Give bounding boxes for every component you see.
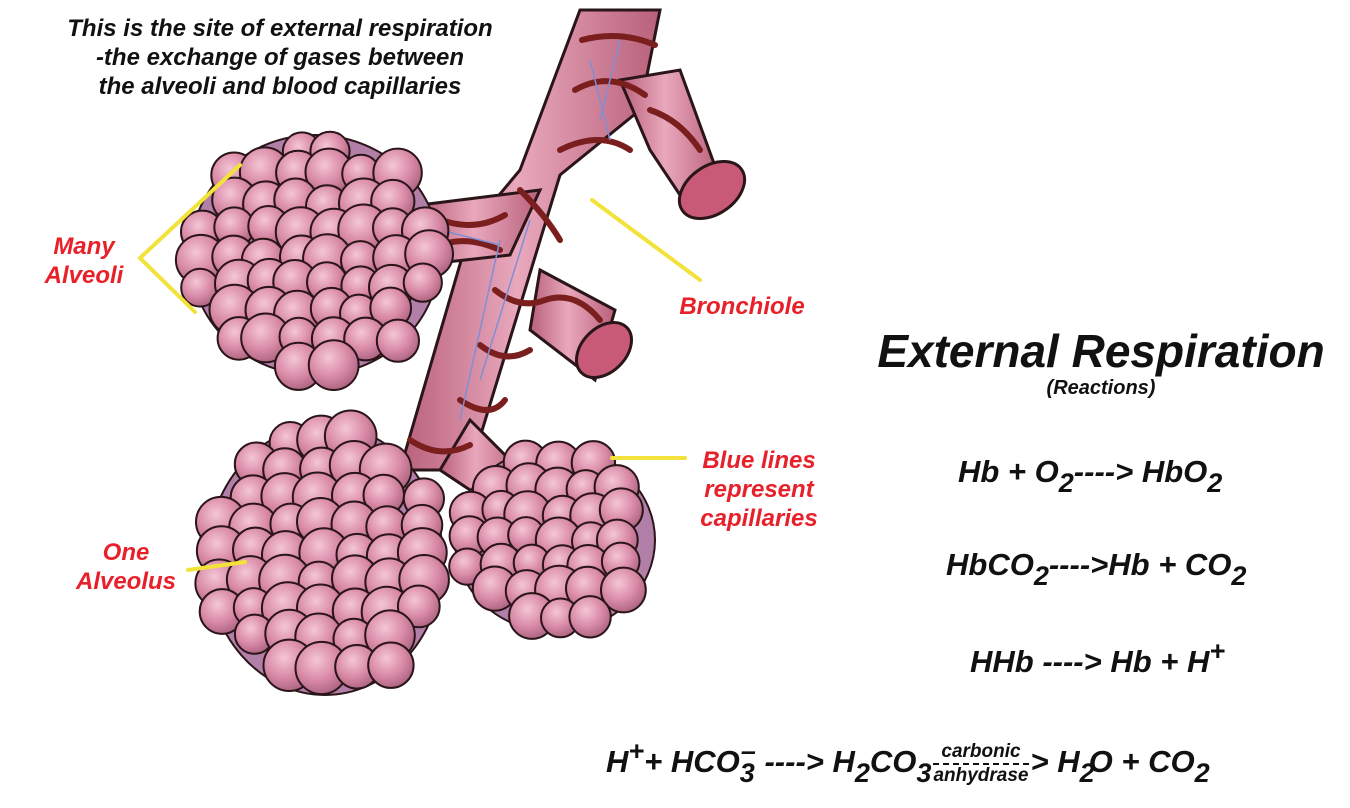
eq-term: H xyxy=(832,744,855,780)
bronchiole-pointer xyxy=(590,198,702,282)
eq-term: Hb + CO xyxy=(1108,547,1232,582)
alveolus-cell xyxy=(402,262,443,303)
eq-superscript: + xyxy=(628,736,645,767)
reaction-arrow-head: > xyxy=(1030,744,1049,780)
caption-line: This is the site of external respiration xyxy=(67,15,493,42)
label-line: capillaries xyxy=(700,505,818,532)
eq-term: HbO xyxy=(1133,454,1208,489)
label-line: Alveolus xyxy=(75,568,177,595)
eq-term: H xyxy=(1057,744,1080,780)
reaction-arrow: ----> xyxy=(1048,547,1109,582)
eq-subscript: 2 xyxy=(854,758,870,789)
reactions-title: External Respiration xyxy=(877,325,1325,377)
eq-term: O + CO xyxy=(1088,744,1195,780)
reaction-equation-3: HHb ----> Hb + H+ xyxy=(970,638,1225,682)
upper-right-opening xyxy=(677,159,747,221)
eq-term: HbCO xyxy=(946,547,1034,582)
eq-term: CO xyxy=(869,744,917,780)
alveolus-cell xyxy=(396,584,441,629)
eq-subscript: 2 xyxy=(1194,758,1210,789)
eq-subscript: 3 xyxy=(739,758,755,789)
alveolar-sac-lower-right xyxy=(448,439,656,640)
eq-subscript: 3 xyxy=(916,758,932,789)
label-line: Many xyxy=(53,233,115,260)
eq-term: Hb + H xyxy=(1101,644,1210,679)
eq-superscript: + xyxy=(1209,636,1226,666)
label-line: Blue lines xyxy=(702,447,816,474)
catalyst-top: carbonic xyxy=(933,742,1029,765)
reaction-equation-1: Hb + O2----> HbO2 xyxy=(958,452,1222,497)
many-alveoli-label: Many Alveoli xyxy=(34,232,134,290)
eq-superscript: – xyxy=(740,736,756,767)
blue-lines-label: Blue lines represent capillaries xyxy=(680,446,838,533)
eq-subscript: 2 xyxy=(1207,468,1223,498)
capillary-veins xyxy=(439,39,621,421)
caption-line: -the exchange of gases between xyxy=(95,44,465,71)
label-line: Alveoli xyxy=(44,262,124,289)
pointer-lines xyxy=(137,163,702,572)
alveolus-cell xyxy=(307,339,360,392)
catalyst-bottom: anhydrase xyxy=(933,765,1029,786)
alveolar-sac-upper-left xyxy=(174,130,455,392)
bronchiole-label: Bronchiole xyxy=(662,292,822,321)
eq-subscript: 2 xyxy=(1058,468,1074,498)
reaction-equation-2: HbCO2---->Hb + CO2 xyxy=(946,545,1246,590)
reaction-arrow: ----> xyxy=(1042,644,1102,679)
eq-subscript: 2 xyxy=(1079,758,1095,789)
alveolus-cell xyxy=(600,566,647,614)
caption-line: the alveoli and blood capillaries xyxy=(98,73,462,100)
alveolus-cell xyxy=(568,595,612,639)
alveolus-cell xyxy=(375,318,420,363)
right-side-opening xyxy=(575,321,633,379)
alveolus-cell xyxy=(367,641,415,689)
many-alveoli-pointer xyxy=(137,163,242,314)
label-line: Bronchiole xyxy=(679,293,805,320)
eq-term: H xyxy=(606,744,629,780)
reaction-arrow: ----> xyxy=(764,744,824,780)
eq-term: HHb xyxy=(970,644,1043,679)
eq-term: Hb + O xyxy=(958,454,1059,489)
bronchiole-tree xyxy=(398,8,747,513)
reactions-subtitle: (Reactions) xyxy=(1046,377,1156,399)
site-caption: This is the site of external respiration… xyxy=(30,14,530,101)
reaction-arrow: ----> xyxy=(1073,454,1134,489)
one-alveolus-label: One Alveolus xyxy=(60,538,192,596)
eq-subscript: 2 xyxy=(1033,561,1049,591)
one-alveolus-pointer xyxy=(186,560,247,572)
eq-term: + HCO xyxy=(644,744,740,780)
eq-subscript: 2 xyxy=(1231,561,1247,591)
label-line: One xyxy=(102,539,150,566)
label-line: represent xyxy=(704,476,814,503)
